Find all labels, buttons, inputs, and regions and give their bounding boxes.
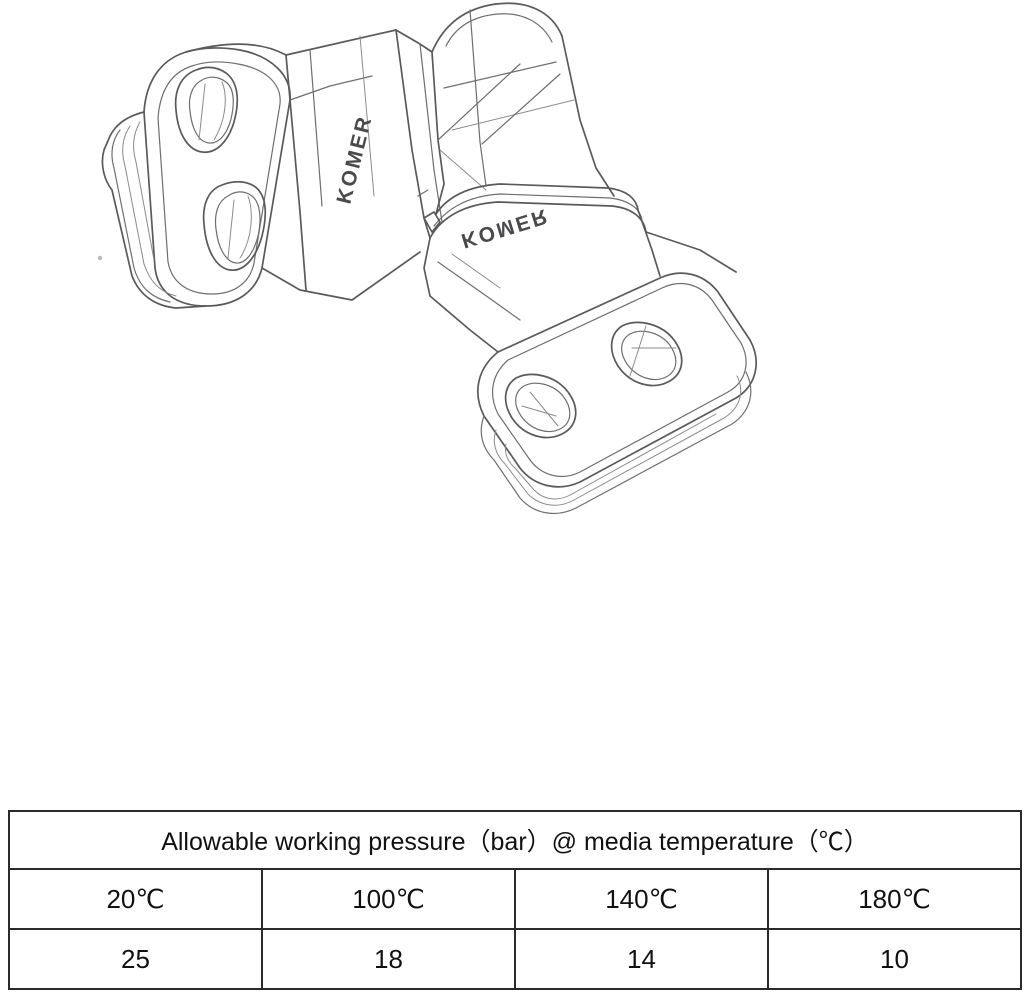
- table-cell-pressure-3: 14: [514, 928, 769, 990]
- table-row-header: Allowable working pressure（bar）@ media t…: [8, 810, 1022, 870]
- table-cell-temperature-2: 100℃: [261, 868, 516, 930]
- spec-table-container: Allowable working pressure（bar）@ media t…: [8, 810, 1022, 990]
- table-cell-temperature-3: 140℃: [514, 868, 769, 930]
- table-cell-pressure-2: 18: [261, 928, 516, 990]
- table-cell-pressure-4: 10: [767, 928, 1022, 990]
- table-cell-temperature-4: 180℃: [767, 868, 1022, 930]
- table-header-cell: Allowable working pressure（bar）@ media t…: [8, 810, 1022, 870]
- brand-label-right: KOMER: [459, 204, 552, 253]
- brand-text-left: KOMER: [333, 113, 377, 207]
- product-drawing: KOMER: [97, 2, 757, 515]
- left-arm-group: [101, 29, 443, 309]
- table-row-temperature: 20℃ 100℃ 140℃ 180℃: [8, 868, 1022, 930]
- elbow-group: [417, 2, 647, 297]
- table-cell-temperature-1: 20℃: [8, 868, 263, 930]
- table-cell-pressure-1: 25: [8, 928, 263, 990]
- allowable-pressure-table: Allowable working pressure（bar）@ media t…: [8, 810, 1022, 990]
- brand-text-right: KOMER: [459, 204, 552, 253]
- right-arm-group: [429, 209, 757, 515]
- paper-speck: [97, 255, 103, 261]
- table-row-pressure: 25 18 14 10: [8, 928, 1022, 990]
- brand-label-left: KOMER: [333, 113, 377, 207]
